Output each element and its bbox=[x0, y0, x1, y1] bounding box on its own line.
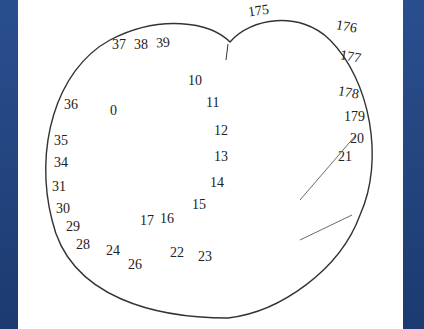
clock-number: 34 bbox=[54, 156, 68, 170]
clock-number: 20 bbox=[350, 132, 364, 146]
clock-number: 13 bbox=[214, 150, 228, 164]
clock-number: 24 bbox=[106, 244, 120, 258]
clock-number: 179 bbox=[344, 110, 365, 124]
clock-number: 30 bbox=[56, 202, 70, 216]
clock-number: 31 bbox=[52, 180, 66, 194]
clock-number: 14 bbox=[210, 176, 224, 190]
clock-number: 12 bbox=[214, 124, 228, 138]
clock-number: 21 bbox=[338, 150, 352, 164]
pen-stroke bbox=[300, 135, 356, 240]
clock-number: 15 bbox=[192, 198, 206, 212]
clock-number: 23 bbox=[198, 250, 212, 264]
heart-path bbox=[46, 21, 373, 318]
clock-number: 38 bbox=[134, 38, 148, 52]
clock-number: 22 bbox=[170, 246, 184, 260]
clock-number: 17 bbox=[140, 214, 154, 228]
clock-number: 10 bbox=[188, 74, 202, 88]
clock-number: 39 bbox=[155, 35, 170, 50]
clock-number: 36 bbox=[64, 98, 78, 112]
clock-number: 35 bbox=[54, 134, 68, 148]
clock-number: 26 bbox=[128, 258, 142, 272]
clock-number: 11 bbox=[206, 96, 219, 110]
clock-number: 29 bbox=[66, 220, 80, 234]
pen-stroke bbox=[226, 44, 228, 60]
clock-number: 0 bbox=[110, 104, 117, 118]
clock-number: 16 bbox=[160, 212, 174, 226]
clock-number: 28 bbox=[76, 238, 90, 252]
clock-number: 175 bbox=[247, 3, 270, 20]
clock-number: 37 bbox=[112, 38, 126, 52]
